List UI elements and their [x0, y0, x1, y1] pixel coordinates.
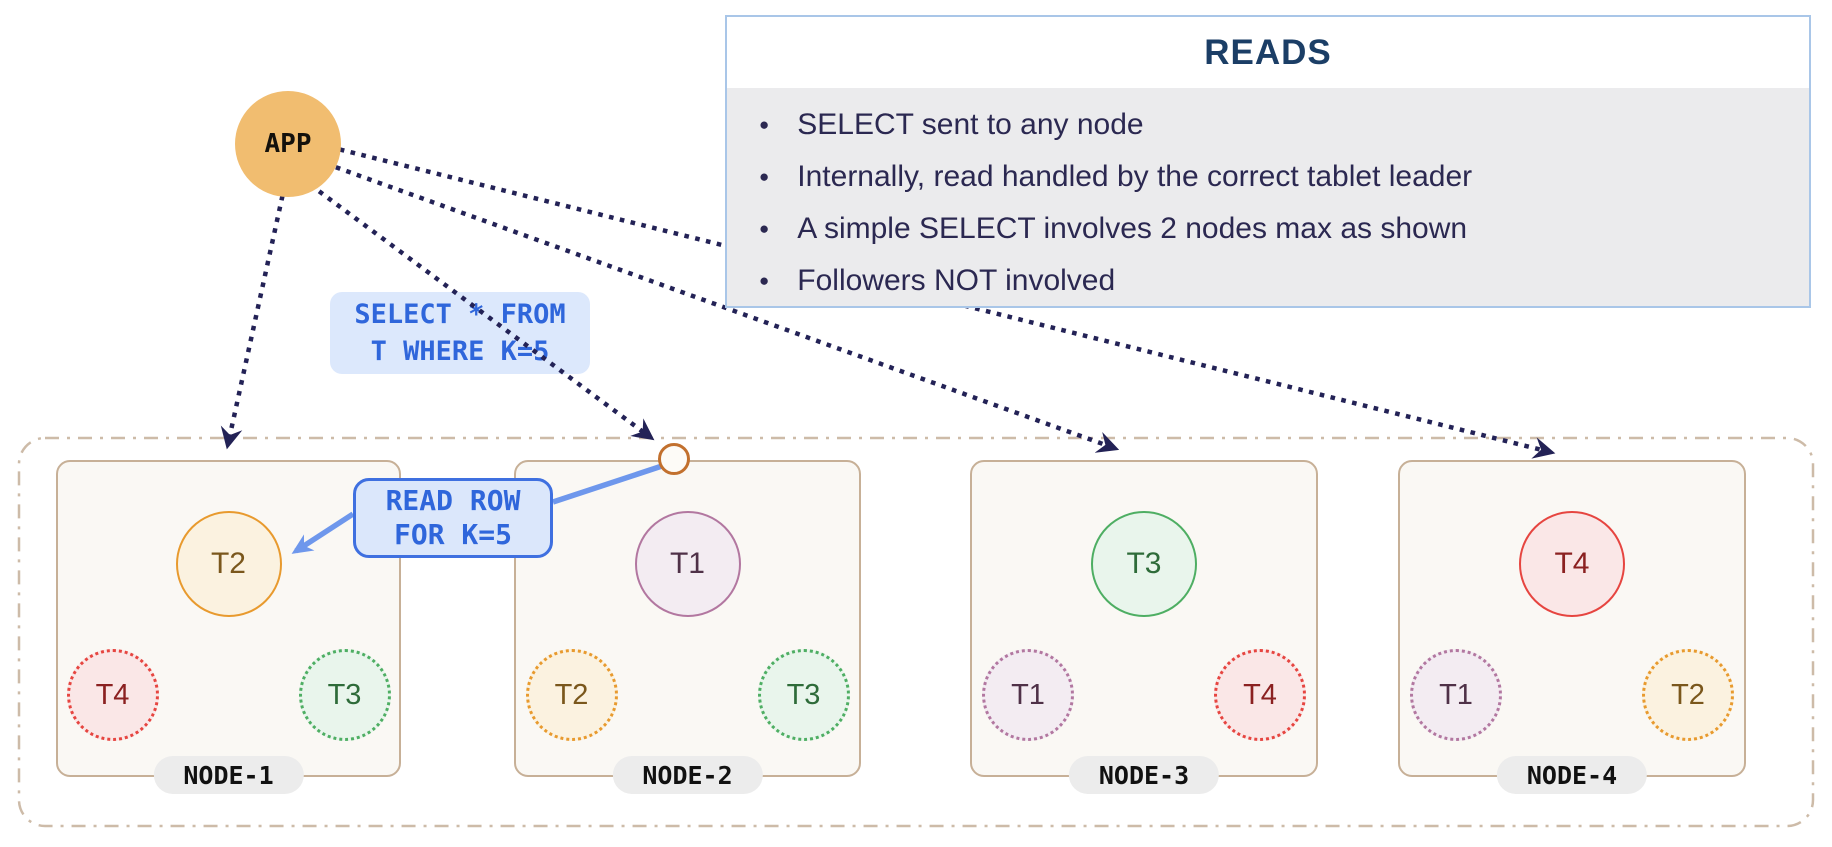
- node-box: T2 T4 T3 NODE-1: [56, 460, 401, 794]
- node-box: T4 T1 T2 NODE-4: [1398, 460, 1746, 794]
- select-query-label: SELECT * FROM T WHERE K=5: [330, 292, 590, 374]
- bullet-text: A simple SELECT involves 2 nodes max as …: [797, 212, 1468, 245]
- tablet-leader: T3: [1091, 511, 1197, 617]
- tablet-follower: T3: [757, 649, 850, 741]
- reads-panel-header: READS: [727, 17, 1809, 88]
- tablet-label: T1: [669, 547, 705, 580]
- bullet-text: SELECT sent to any node: [797, 108, 1144, 141]
- select-query-line1: SELECT * FROM: [354, 299, 566, 330]
- tablet-label: T3: [327, 678, 362, 711]
- tablet-label: T2: [210, 547, 246, 580]
- app-label: APP: [264, 129, 312, 159]
- tablet-follower: T3: [298, 649, 391, 741]
- tablet-label: T4: [1243, 678, 1277, 711]
- tablet-follower: T1: [982, 649, 1074, 741]
- node-label: NODE-3: [1068, 756, 1220, 794]
- app-node: APP: [235, 91, 341, 197]
- select-query-line2: T WHERE K=5: [370, 336, 550, 367]
- bullet-text: Followers NOT involved: [797, 264, 1116, 297]
- tablet-follower: T4: [66, 649, 159, 741]
- tablet-leader: T4: [1519, 511, 1625, 617]
- app-to-node1-arrow: [220, 195, 285, 450]
- read-row-line1: READ ROW: [385, 484, 521, 517]
- tablet-follower: T2: [1642, 649, 1734, 741]
- tablet-leader: T2: [175, 511, 282, 617]
- tablet-lookup-hop-circle: [658, 443, 690, 475]
- tablet-label: T3: [1126, 547, 1162, 580]
- read-row-line2: FOR K=5: [393, 518, 512, 551]
- bullet-item: Followers NOT involved: [751, 255, 1809, 307]
- read-row-label: READ ROW FOR K=5: [353, 478, 553, 558]
- reads-panel-title: READS: [1204, 32, 1332, 72]
- reads-info-panel: READS SELECT sent to any node Internally…: [725, 15, 1811, 308]
- tablet-label: T1: [1439, 678, 1473, 711]
- tablet-label: T4: [1554, 547, 1590, 580]
- node-label: NODE-4: [1496, 756, 1648, 794]
- tablet-leader: T1: [634, 511, 741, 617]
- tablet-label: T3: [786, 678, 821, 711]
- node-label: NODE-1: [153, 756, 304, 794]
- tablet-label: T2: [1671, 678, 1705, 711]
- node-box: T3 T1 T4 NODE-3: [970, 460, 1318, 794]
- reads-panel-body: SELECT sent to any node Internally, read…: [727, 88, 1809, 307]
- bullet-item: A simple SELECT involves 2 nodes max as …: [751, 203, 1809, 255]
- tablet-label: T1: [1011, 678, 1045, 711]
- bullet-text: Internally, read handled by the correct …: [797, 160, 1473, 193]
- tablet-follower: T1: [1410, 649, 1502, 741]
- tablet-label: T2: [554, 678, 589, 711]
- tablet-label: T4: [95, 678, 130, 711]
- node-box: T1 T2 T3 NODE-2: [514, 460, 861, 794]
- node-label: NODE-2: [612, 756, 763, 794]
- bullet-item: Internally, read handled by the correct …: [751, 151, 1809, 203]
- tablet-follower: T4: [1214, 649, 1306, 741]
- bullet-item: SELECT sent to any node: [751, 99, 1809, 151]
- tablet-follower: T2: [525, 649, 618, 741]
